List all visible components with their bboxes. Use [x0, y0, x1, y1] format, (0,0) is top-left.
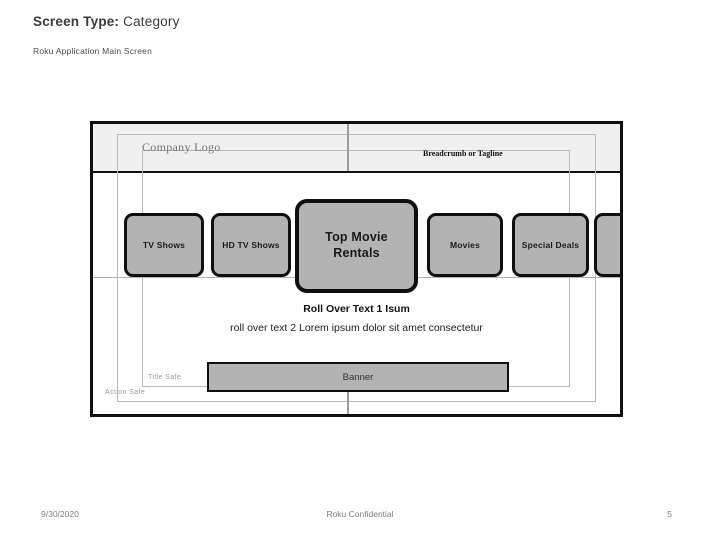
wireframe-frame: Company Logo Breadcrumb or Tagline TV Sh…	[90, 121, 623, 417]
action-safe-label: Action Safe	[105, 389, 146, 396]
page-title-screen-type: Screen Type:	[33, 14, 120, 29]
category-button-tv-shows[interactable]: TV Shows	[124, 213, 204, 277]
category-button-top-movie-rentals[interactable]: Top Movie Rentals	[295, 199, 418, 293]
footer-confidential: Roku Confidential	[326, 509, 394, 519]
category-button-hd-tv-shows[interactable]: HD TV Shows	[211, 213, 291, 277]
category-button-movies[interactable]: Movies	[427, 213, 503, 277]
page-subtitle: Roku Application Main Screen	[33, 46, 152, 56]
footer-date: 9/30/2020	[41, 509, 79, 519]
banner-placeholder[interactable]: Banner	[207, 362, 509, 392]
category-button-special-deals[interactable]: Special Deals	[512, 213, 589, 277]
page-title-category: Category	[119, 14, 180, 29]
footer-page-number: 5	[667, 509, 672, 519]
center-guide-line-top	[347, 124, 349, 171]
category-button-top-movie-rentals-label: Top Movie Rentals	[325, 230, 388, 260]
page-title: Screen Type: Category	[33, 14, 180, 29]
rollover-text-1: Roll Over Text 1 Isum	[303, 303, 410, 315]
category-button-partial[interactable]	[594, 213, 620, 277]
wireframe-inner: Company Logo Breadcrumb or Tagline TV Sh…	[93, 124, 620, 414]
breadcrumb: Breadcrumb or Tagline	[423, 149, 503, 158]
wireframe-header-band	[93, 124, 620, 173]
title-safe-label: Title Safe	[148, 374, 182, 381]
rollover-text-2: roll over text 2 Lorem ipsum dolor sit a…	[230, 322, 483, 334]
center-guide-line-bottom	[347, 390, 349, 414]
company-logo-placeholder: Company Logo	[142, 140, 221, 154]
